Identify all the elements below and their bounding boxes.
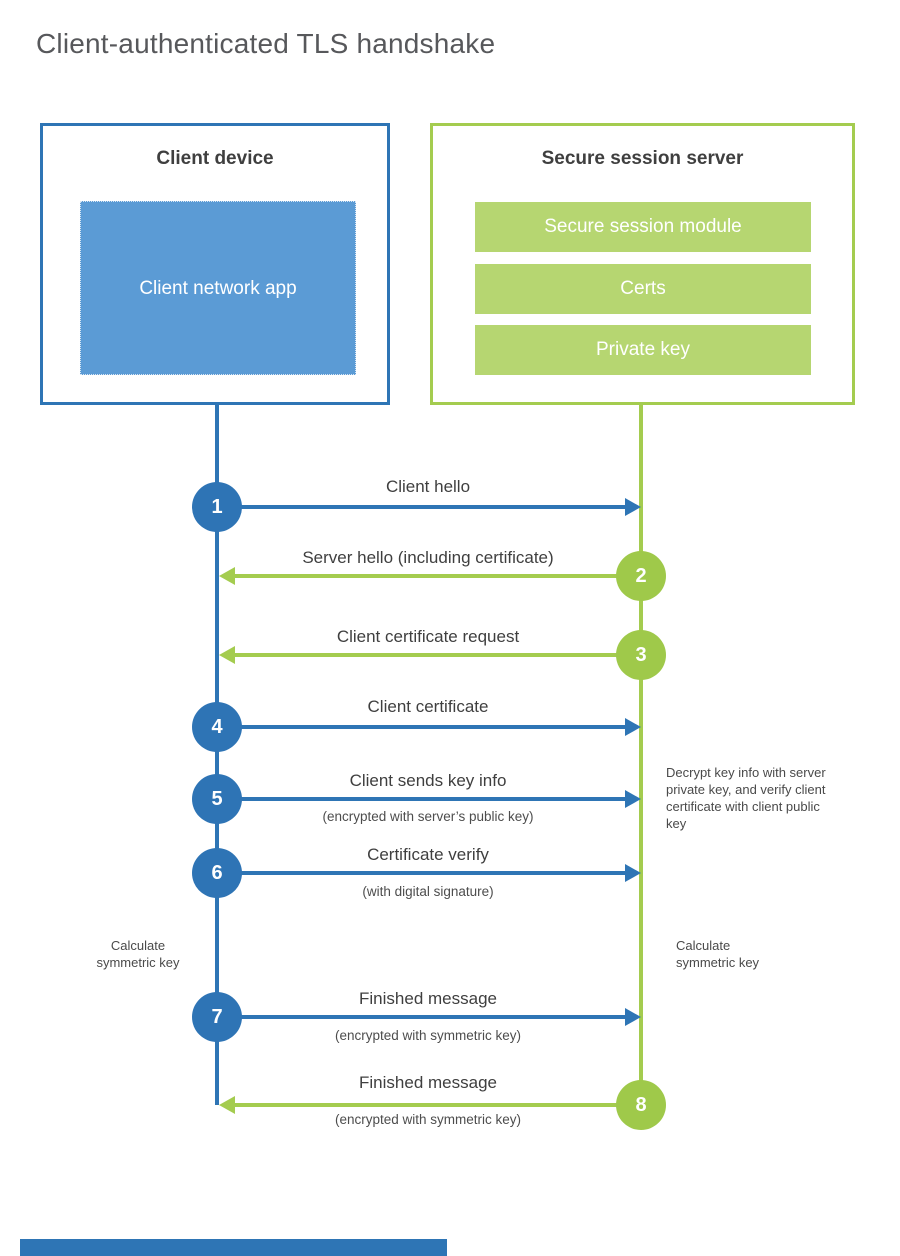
step-7-label: Finished message <box>359 989 497 1008</box>
step-8-label: Finished message <box>359 1073 497 1092</box>
client-network-app-box: Client network app <box>80 201 356 375</box>
server-lifeline <box>639 405 643 1105</box>
step-4-badge: 4 <box>192 702 242 752</box>
client-device-box: Client device Client network app <box>40 123 390 405</box>
calculate-symmetric-key-note-right: Calculate symmetric key <box>676 938 760 970</box>
client-device-title: Client device <box>156 148 274 169</box>
bottom-accent-bar <box>20 1239 447 1256</box>
decrypt-note: Decrypt key info with server private key… <box>666 765 826 831</box>
step-1-label: Client hello <box>385 477 471 496</box>
page-title: Client-authenticated TLS handshake <box>36 28 496 59</box>
step-1-badge: 1 <box>192 482 242 532</box>
arrow-right-icon <box>625 790 641 808</box>
step-6-arrow <box>217 871 627 875</box>
arrow-right-icon <box>625 498 641 516</box>
client-lifeline <box>215 405 219 1105</box>
step-2-label: Server hello (including certificate) <box>302 548 554 567</box>
server-private-key-bar: Private key <box>475 325 811 375</box>
server-box: Secure session server Secure session mod… <box>430 123 855 405</box>
server-certs-bar: Certs <box>475 264 811 314</box>
step-3-label: Client certificate request <box>336 627 520 646</box>
step-7-badge: 7 <box>192 992 242 1042</box>
step-5-sublabel: (encrypted with server’s public key) <box>322 809 534 824</box>
step-5-badge: 5 <box>192 774 242 824</box>
step-8-sublabel: (encrypted with symmetric key) <box>334 1112 522 1127</box>
step-1-arrow <box>217 505 627 509</box>
step-8-badge: 8 <box>616 1080 666 1130</box>
calculate-symmetric-key-note-left: Calculate symmetric key <box>96 938 180 970</box>
step-4-arrow <box>217 725 627 729</box>
step-7-sublabel: (encrypted with symmetric key) <box>334 1028 522 1043</box>
arrow-right-icon <box>625 1008 641 1026</box>
arrow-right-icon <box>625 864 641 882</box>
server-box-title: Secure session server <box>541 148 744 169</box>
step-2-arrow <box>233 574 641 578</box>
step-4-label: Client certificate <box>367 697 489 716</box>
client-network-app-label: Client network app <box>139 277 297 299</box>
arrow-left-icon <box>219 567 235 585</box>
step-6-badge: 6 <box>192 848 242 898</box>
step-6-label: Certificate verify <box>367 845 489 864</box>
step-5-label: Client sends key info <box>349 771 507 790</box>
step-6-sublabel: (with digital signature) <box>362 884 494 899</box>
step-2-badge: 2 <box>616 551 666 601</box>
server-module-bar: Secure session module <box>475 202 811 252</box>
step-5-arrow <box>217 797 627 801</box>
step-3-badge: 3 <box>616 630 666 680</box>
step-7-arrow <box>217 1015 627 1019</box>
step-8-arrow <box>233 1103 641 1107</box>
step-3-arrow <box>233 653 641 657</box>
arrow-left-icon <box>219 646 235 664</box>
arrow-right-icon <box>625 718 641 736</box>
arrow-left-icon <box>219 1096 235 1114</box>
